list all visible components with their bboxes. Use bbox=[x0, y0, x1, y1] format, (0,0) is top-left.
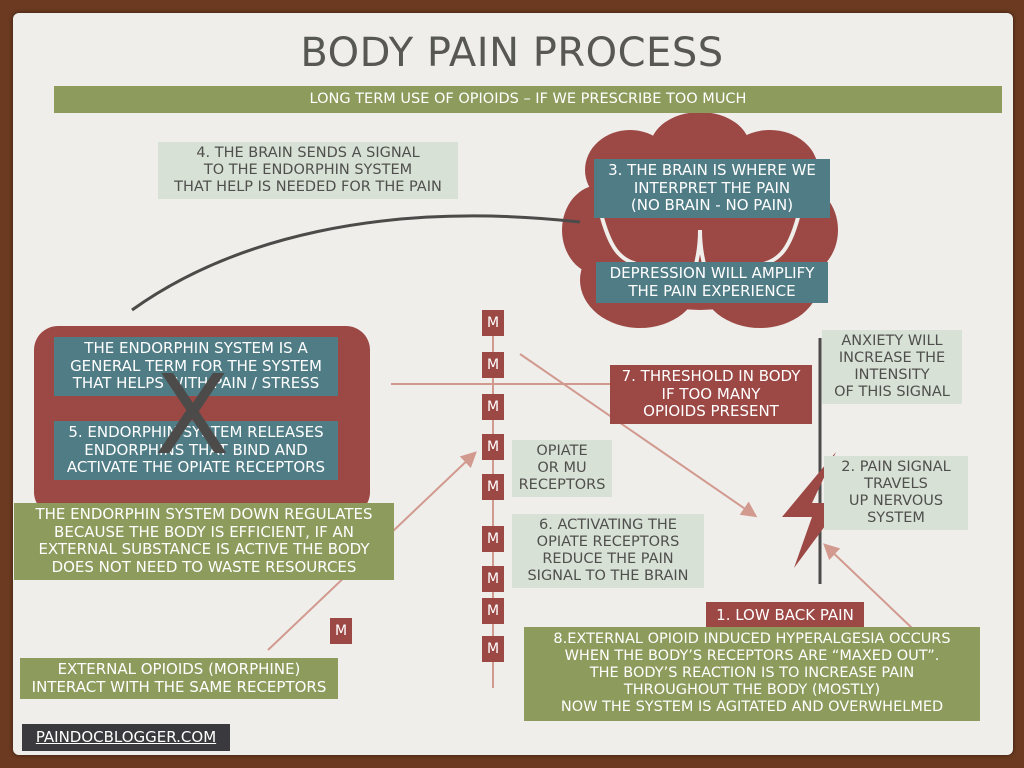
step6-box: 6. ACTIVATING THE OPIATE RECEPTORS REDUC… bbox=[512, 514, 704, 589]
step6-line: 6. ACTIVATING THE bbox=[539, 517, 677, 533]
endorphin-def-line: THE ENDORPHIN SYSTEM IS A bbox=[84, 339, 308, 357]
step6-line: OPIATE RECEPTORS bbox=[536, 534, 680, 551]
step7-box: 7. THRESHOLD IN BODY IF TOO MANY OPIOIDS… bbox=[610, 365, 812, 425]
external-opioids-line: EXTERNAL OPIOIDS (MORPHINE) bbox=[57, 660, 301, 678]
receptors-label-box: OPIATE OR MU RECEPTORS bbox=[512, 440, 612, 498]
signal-curve bbox=[131, 214, 581, 312]
downregulation-line: BECAUSE THE BODY IS EFFICIENT, IF AN bbox=[54, 522, 354, 541]
step2-line: TRAVELS bbox=[864, 476, 928, 493]
step8-line: THROUGHOUT THE BODY (MOSTLY) bbox=[623, 682, 881, 699]
downregulation-line: DOES NOT NEED TO WASTE RESOURCES bbox=[51, 558, 357, 577]
receptors-label-line: OR MU bbox=[537, 460, 587, 477]
subtitle-banner: LONG TERM USE OF OPIOIDS – IF WE PRESCRI… bbox=[54, 86, 1002, 113]
downregulation-line: EXTERNAL SUBSTANCE IS ACTIVE THE BODY bbox=[38, 540, 370, 559]
step8-line: WHEN THE BODY’S RECEPTORS ARE “MAXED OUT… bbox=[564, 648, 940, 665]
anxiety-line: OF THIS SIGNAL bbox=[834, 384, 950, 401]
receptors-label-line: RECEPTORS bbox=[518, 477, 606, 494]
step6-line: REDUCE THE PAIN bbox=[542, 551, 674, 568]
receptor-m: M bbox=[482, 526, 504, 552]
step8-box: 8.EXTERNAL OPIOID INDUCED HYPERALGESIA O… bbox=[524, 627, 980, 721]
downregulation-line: THE ENDORPHIN SYSTEM DOWN REGULATES bbox=[35, 505, 373, 523]
step4-line: THAT HELP IS NEEDED FOR THE PAIN bbox=[174, 179, 442, 196]
step4-box: 4. THE BRAIN SENDS A SIGNAL TO THE ENDOR… bbox=[158, 142, 458, 200]
endorphin-def-line: THAT HELPS WITH PAIN / STRESS bbox=[72, 374, 320, 393]
step7-line: IF TOO MANY bbox=[661, 384, 761, 403]
step4-line: 4. THE BRAIN SENDS A SIGNAL bbox=[196, 145, 420, 161]
step2-line: UP NERVOUS bbox=[848, 493, 944, 510]
receptor-m: M bbox=[482, 310, 504, 336]
step8-line: NOW THE SYSTEM IS AGITATED AND OVERWHELM… bbox=[560, 699, 944, 716]
step2-box: 2. PAIN SIGNAL TRAVELS UP NERVOUS SYSTEM bbox=[824, 456, 968, 531]
receptor-m: M bbox=[482, 434, 504, 460]
depression-line: DEPRESSION WILL AMPLIFY bbox=[609, 264, 815, 282]
paindocblogger-link[interactable]: PAINDOCBLOGGER.COM bbox=[22, 724, 230, 751]
x-mark-icon: X bbox=[154, 351, 230, 479]
downregulation-box: THE ENDORPHIN SYSTEM DOWN REGULATES BECA… bbox=[14, 503, 394, 580]
step2-line: 2. PAIN SIGNAL bbox=[841, 459, 951, 475]
depression-line: THE PAIN EXPERIENCE bbox=[628, 281, 796, 300]
step7-line: 7. THRESHOLD IN BODY bbox=[621, 367, 801, 385]
depression-box: DEPRESSION WILL AMPLIFY THE PAIN EXPERIE… bbox=[596, 262, 828, 304]
step3-box: 3. THE BRAIN IS WHERE WE INTERPRET THE P… bbox=[594, 159, 830, 219]
step4-line: TO THE ENDORPHIN SYSTEM bbox=[203, 162, 413, 179]
step6-line: SIGNAL TO THE BRAIN bbox=[527, 568, 689, 585]
receptor-m: M bbox=[482, 352, 504, 378]
page-title: BODY PAIN PROCESS bbox=[300, 30, 724, 76]
anxiety-line: INTENSITY bbox=[854, 367, 930, 384]
external-opioids-line: INTERACT WITH THE SAME RECEPTORS bbox=[31, 677, 327, 696]
step5-line: 5. ENDORPHIN SYSTEM RELEASES bbox=[68, 423, 324, 441]
step8-line: 8.EXTERNAL OPIOID INDUCED HYPERALGESIA O… bbox=[553, 631, 951, 647]
step7-line: OPIOIDS PRESENT bbox=[643, 402, 779, 421]
arrow-back-to-nerve bbox=[823, 543, 913, 629]
arrow-receptor-to-pain bbox=[519, 353, 758, 518]
external-morphine-molecule: M bbox=[330, 618, 352, 644]
receptor-m: M bbox=[482, 636, 504, 662]
step3-line: (NO BRAIN - NO PAIN) bbox=[630, 196, 794, 215]
anxiety-line: ANXIETY WILL bbox=[841, 333, 943, 349]
step3-line: 3. THE BRAIN IS WHERE WE bbox=[608, 161, 816, 179]
receptor-m: M bbox=[482, 598, 504, 624]
receptor-m: M bbox=[482, 474, 504, 500]
anxiety-box: ANXIETY WILL INCREASE THE INTENSITY OF T… bbox=[822, 330, 962, 405]
lightning-icon bbox=[782, 452, 842, 568]
step3-line: INTERPRET THE PAIN bbox=[633, 178, 791, 197]
receptor-m: M bbox=[482, 566, 504, 592]
step2-line: SYSTEM bbox=[867, 510, 925, 527]
step5-box: 5. ENDORPHIN SYSTEM RELEASES ENDORPHINS … bbox=[54, 421, 338, 481]
step5-line: ENDORPHINS THAT BIND AND bbox=[84, 440, 308, 459]
external-opioids-box: EXTERNAL OPIOIDS (MORPHINE) INTERACT WIT… bbox=[20, 658, 338, 700]
anxiety-line: INCREASE THE bbox=[838, 350, 946, 367]
endorphin-definition-box: THE ENDORPHIN SYSTEM IS A GENERAL TERM F… bbox=[54, 337, 338, 397]
step8-line: THE BODY’S REACTION IS TO INCREASE PAIN bbox=[589, 665, 915, 682]
receptor-m: M bbox=[482, 394, 504, 420]
receptors-label-line: OPIATE bbox=[536, 443, 588, 459]
step1-box: 1. LOW BACK PAIN bbox=[706, 602, 864, 628]
endorphin-def-line: GENERAL TERM FOR THE SYSTEM bbox=[70, 356, 322, 375]
step5-line: ACTIVATE THE OPIATE RECEPTORS bbox=[66, 458, 326, 477]
